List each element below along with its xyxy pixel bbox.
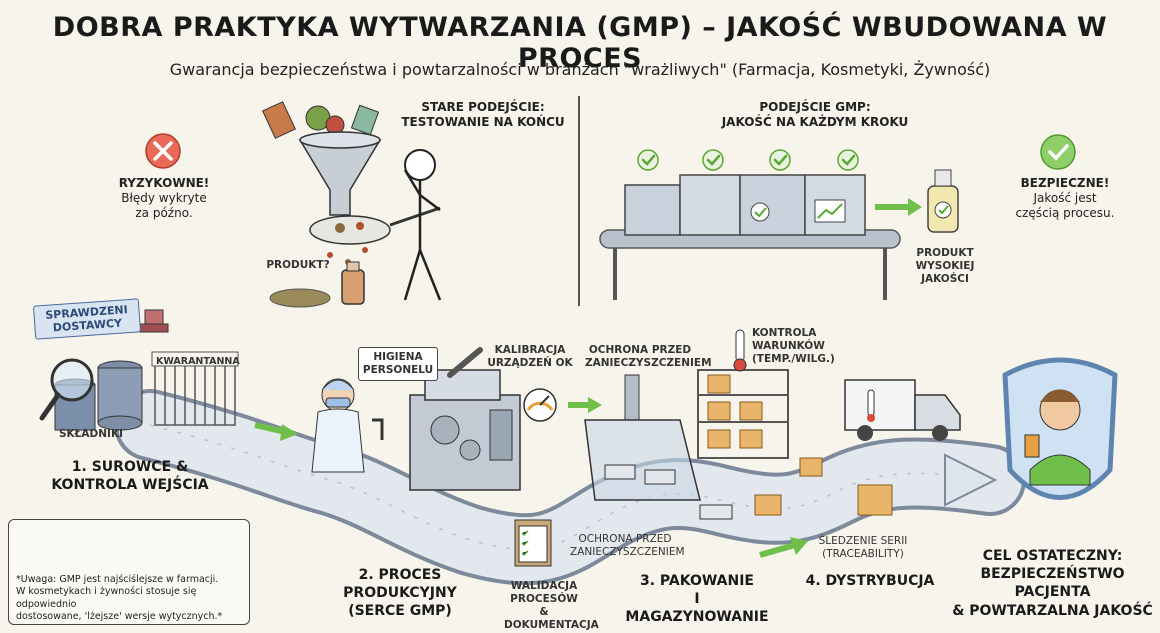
old-approach-heading-line2: TESTOWANIE NA KOŃCU: [401, 115, 565, 129]
safe-title: BEZPIECZNE!: [1020, 176, 1110, 190]
contamination-bottom-line1: OCHRONA PRZED: [578, 533, 672, 545]
conveyor-belt: [114, 389, 1026, 586]
step4-label: 4. DYSTRYBUCJA: [805, 573, 935, 589]
goal-line3: & POWTARZALNA JAKOŚĆ: [952, 602, 1153, 619]
safe-text: BEZPIECZNE! Jakość jest częścią procesu.: [1000, 176, 1130, 221]
section-divider: [578, 96, 580, 306]
product-line1: PRODUKT: [916, 247, 974, 259]
calibration-line2: URZĄDZEŃ OK: [487, 357, 573, 370]
step3-line2: I MAGAZYNOWANIE: [625, 591, 769, 626]
note-text: *Uwaga: GMP jest najściślejsze w farmacj…: [16, 574, 244, 623]
truck-illustration: [844, 379, 961, 441]
page-subtitle: Gwarancja bezpieczeństwa i powtarzalnośc…: [169, 60, 991, 79]
ultimate-goal-label: CEL OSTATECZNY: BEZPIECZEŃSTWO PACJENTA …: [950, 547, 1155, 620]
gmp-approach-heading: PODEJŚCIE GMP: JAKOŚĆ NA KAŻDYM KROKU: [700, 100, 930, 130]
gmp-approach-heading-line2: JAKOŚĆ NA KAŻDYM KROKU: [721, 115, 909, 129]
risk-line1: Błędy wykryte: [121, 191, 207, 205]
goal-line2: BEZPIECZEŃSTWO PACJENTA: [980, 566, 1125, 601]
contamination-bottom-label: OCHRONA PRZED ZANIECZYSZCZENIEM: [570, 533, 685, 559]
hygiene-line1: HIGIENA: [373, 351, 423, 363]
high-quality-product-label: PRODUKT WYSOKIEJ JAKOŚCI: [905, 247, 985, 286]
calibration-line1: KALIBRACJA: [494, 344, 566, 356]
contamination-top-line1: OCHRONA PRZED: [588, 344, 692, 356]
step2-label: 2. PROCES PRODUKCYJNY (SERCE GMP): [300, 566, 500, 621]
old-approach-heading-line1: STARE PODEJŚCIE:: [421, 100, 545, 114]
ingredients-label: SKŁADNIKI: [58, 428, 124, 440]
quarantine-label: KWARANTANNA: [156, 356, 240, 367]
traceability-line1: ŚLEDZENIE SERII: [818, 535, 908, 547]
safe-line1: Jakość jest: [1033, 191, 1097, 205]
traceability-line2: (TRACEABILITY): [822, 548, 904, 561]
note-line1: *Uwaga: GMP jest najściślejsze w farmacj…: [16, 574, 219, 585]
step1-label: 1. SUROWCE & KONTROLA WEJŚCIA: [40, 458, 220, 494]
validation-line1: WALIDACJA: [510, 580, 578, 592]
validation-line3: DOKUMENTACJA: [504, 619, 599, 632]
safe-check-icon: [1040, 134, 1076, 170]
gmp-approach-heading-line1: PODEJŚCIE GMP:: [759, 100, 871, 114]
step2-line2: (SERCE GMP): [348, 603, 452, 620]
green-arrows: [254, 397, 808, 558]
goal-line1: CEL OSTATECZNY:: [982, 548, 1123, 564]
risk-line2: za późno.: [135, 206, 193, 220]
safe-line2: częścią procesu.: [1015, 206, 1115, 220]
step3-label: 3. PAKOWANIE I MAGAZYNOWANIE: [622, 572, 772, 627]
shield-illustration: [1002, 357, 1118, 500]
note-box: [8, 519, 250, 625]
conditions-line2: WARUNKÓW: [752, 340, 825, 353]
worker-illustration: [311, 378, 384, 473]
step3-line1: 3. PAKOWANIE: [639, 573, 754, 589]
calibration-label: KALIBRACJA URZĄDZEŃ OK: [482, 344, 578, 370]
hygiene-line2: PERSONELU: [362, 364, 434, 377]
funnel-illustration: [262, 101, 442, 308]
personnel-hygiene-label: HIGIENA PERSONELU: [358, 347, 438, 382]
step1-line2: KONTROLA WEJŚCIA: [51, 477, 209, 494]
old-approach-heading: STARE PODEJŚCIE: TESTOWANIE NA KOŃCU: [398, 100, 568, 130]
contamination-top-label: OCHRONA PRZED ZANIECZYSZCZENIEM: [585, 344, 712, 370]
page-title: DOBRA PRAKTYKA WYTWARZANIA (GMP) – JAKOŚ…: [52, 12, 1108, 74]
risk-text: RYZYKOWNE! Błędy wykryte za późno.: [104, 176, 224, 221]
packaging-hood-illustration: [584, 374, 733, 520]
contamination-top-line2: ZANIECZYSZCZENIEM: [585, 357, 712, 370]
product-question-label: PRODUKT?: [266, 259, 330, 271]
conditions-line3: (TEMP./WILG.): [752, 353, 835, 366]
product-line3: JAKOŚCI: [921, 273, 969, 286]
step1-line1: 1. SUROWCE &: [71, 459, 189, 475]
warehouse-shelves-illustration: [697, 329, 893, 516]
traceability-label: ŚLEDZENIE SERII (TRACEABILITY): [813, 535, 913, 561]
product-line2: WYSOKIEJ: [915, 260, 975, 273]
conditions-line1: KONTROLA: [752, 327, 817, 339]
contamination-bottom-line2: ZANIECZYSZCZENIEM: [570, 546, 685, 559]
validation-line2: PROCESÓW &: [510, 593, 578, 619]
risk-x-icon: [145, 133, 181, 169]
note-line2: W kosmetykach i żywności stosuje się odp…: [16, 586, 197, 610]
production-machine-illustration: [409, 347, 557, 567]
gmp-line-illustration: [599, 149, 959, 300]
conditions-control-label: KONTROLA WARUNKÓW (TEMP./WILG.): [752, 327, 842, 366]
raw-materials-illustration: [39, 309, 239, 431]
step2-line1: 2. PROCES PRODUKCYJNY: [343, 567, 457, 602]
note-line3: dostosowane, 'lżejsze' wersje wytycznych…: [16, 611, 223, 623]
validation-label: WALIDACJA PROCESÓW & DOKUMENTACJA: [504, 580, 599, 633]
risk-title: RYZYKOWNE!: [118, 176, 210, 190]
